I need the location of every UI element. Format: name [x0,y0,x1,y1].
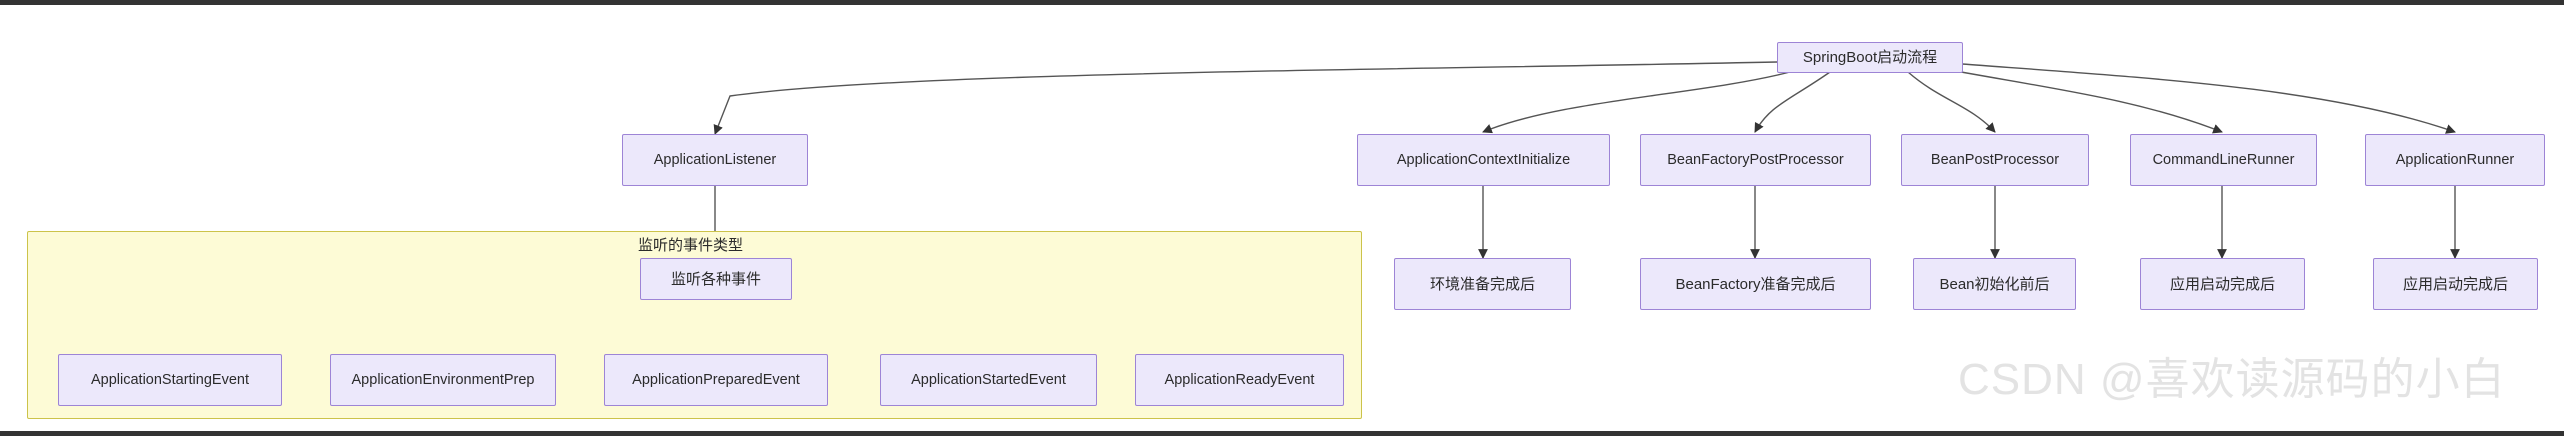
edge-root-to-command-line-runner [1949,69,2223,134]
node-beanfactory-ready[interactable]: BeanFactory准备完成后 [1640,258,1871,310]
edge-root-to-application-runner [1961,63,2456,134]
node-bean-init[interactable]: Bean初始化前后 [1913,258,2076,310]
node-application-starting-event[interactable]: ApplicationStartingEvent [58,354,282,406]
node-command-line-runner[interactable]: CommandLineRunner [2130,134,2317,186]
node-application-ready-event[interactable]: ApplicationReadyEvent [1135,354,1344,406]
node-env-ready[interactable]: 环境准备完成后 [1394,258,1571,310]
node-application-listener[interactable]: ApplicationListener [622,134,808,186]
browser-chrome-top-bar [0,0,2564,5]
cluster-label-listened-event-types: 监听的事件类型 [638,237,744,254]
node-application-environment-prepared-event[interactable]: ApplicationEnvironmentPrep [330,354,556,406]
node-bean-post-processor[interactable]: BeanPostProcessor [1901,134,2089,186]
node-application-context-initialize[interactable]: ApplicationContextInitialize [1357,134,1610,186]
node-bean-factory-post-processor[interactable]: BeanFactoryPostProcessor [1640,134,1871,186]
node-application-started-event[interactable]: ApplicationStartedEvent [880,354,1097,406]
node-springboot-startup-flow[interactable]: SpringBoot启动流程 [1777,42,1963,73]
node-app-started-1[interactable]: 应用启动完成后 [2140,258,2305,310]
edge-root-to-bean-factory-post-processor [1754,71,1831,133]
node-application-runner[interactable]: ApplicationRunner [2365,134,2545,186]
edge-root-to-application-listener [713,61,1778,135]
node-app-started-2[interactable]: 应用启动完成后 [2373,258,2538,310]
node-application-prepared-event[interactable]: ApplicationPreparedEvent [604,354,828,406]
edge-root-to-bean-post-processor [1907,71,1996,133]
node-listen-all-events[interactable]: 监听各种事件 [640,258,792,300]
edge-root-to-application-context-initialize [1482,71,1791,134]
browser-chrome-bottom-bar [0,431,2564,436]
